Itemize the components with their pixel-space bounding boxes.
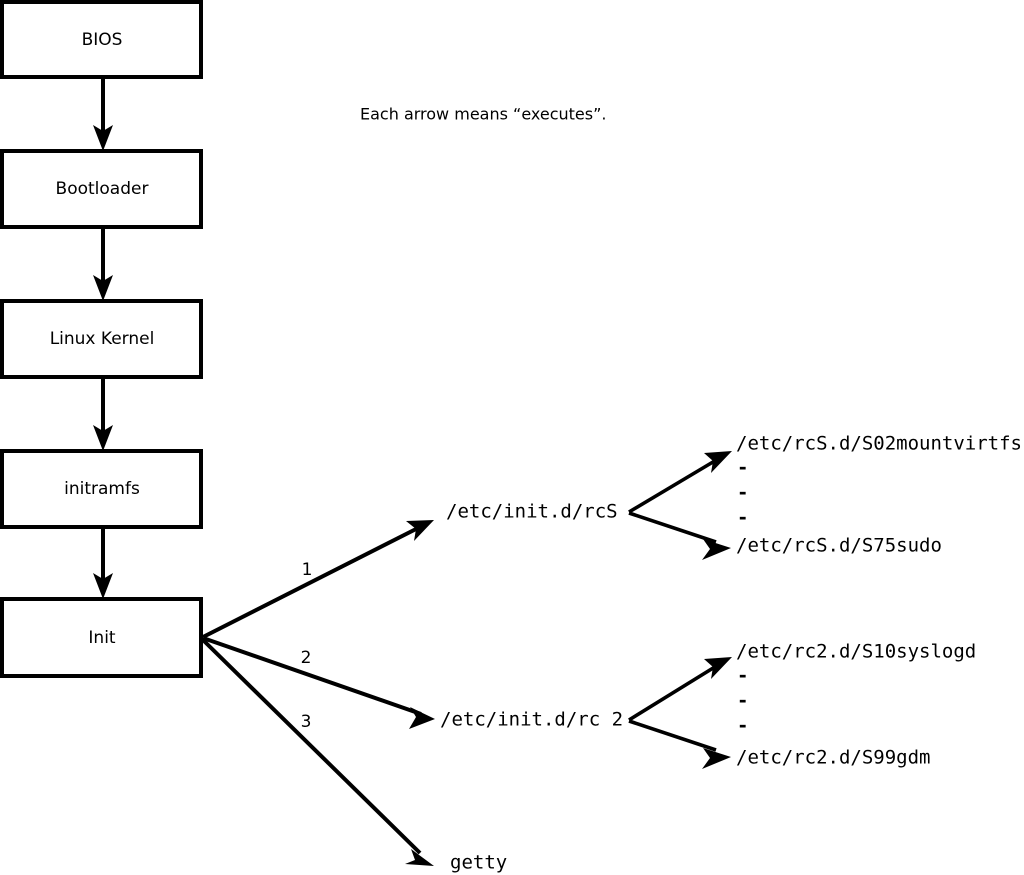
arrow-rcs-to-last-script: [628, 511, 731, 560]
node-bios-label: BIOS: [82, 30, 123, 50]
rcs-ellipsis-dash-1: -: [737, 457, 748, 479]
node-init[interactable]: Init: [0, 597, 203, 678]
node-bios[interactable]: BIOS: [0, 0, 203, 79]
rc2-ellipsis-dash-3: -: [737, 715, 748, 737]
rc2-ellipsis-dash-1: -: [737, 665, 748, 687]
arrow-initramfs-to-init: [93, 527, 113, 599]
arrow-bootloader-to-kernel: [93, 227, 113, 301]
arrow-init-branch-1: [202, 520, 434, 639]
arrow-rc2-to-last-script: [628, 719, 731, 769]
arrow-rcs-to-first-script: [628, 451, 732, 514]
rcs-script-last: /etc/rcS.d/S75sudo: [736, 535, 942, 557]
edge-number-2: 2: [301, 648, 312, 668]
edge-number-3: 3: [301, 712, 312, 732]
node-initramfs-box: [0, 449, 203, 529]
node-linux-kernel-label: Linux Kernel: [50, 329, 155, 349]
rc2-script-last: /etc/rc2.d/S99gdm: [736, 747, 930, 769]
branch-target-rc2: /etc/init.d/rc 2: [440, 709, 623, 731]
node-bootloader-label: Bootloader: [56, 179, 149, 199]
node-bootloader[interactable]: Bootloader: [0, 149, 203, 229]
arrow-init-branch-3: [201, 638, 434, 866]
rcs-script-first: /etc/rcS.d/S02mountvirtfs: [736, 433, 1022, 455]
rc2-ellipsis-dash-2: -: [737, 690, 748, 712]
rcs-ellipsis-dash-3: -: [737, 507, 748, 529]
arrow-bios-to-bootloader: [93, 77, 113, 151]
legend-note: Each arrow means “executes”.: [360, 105, 606, 124]
node-init-label: Init: [88, 628, 116, 648]
arrow-kernel-to-initramfs: [93, 377, 113, 451]
node-initramfs-label: initramfs: [64, 479, 140, 499]
node-linux-kernel[interactable]: Linux Kernel: [0, 299, 203, 379]
edge-number-1: 1: [302, 560, 313, 580]
node-initramfs[interactable]: initramfs: [0, 449, 203, 529]
rc2-script-first: /etc/rc2.d/S10syslogd: [736, 641, 976, 663]
node-bios-box: [0, 0, 203, 79]
branch-target-rcs: /etc/init.d/rcS: [446, 501, 618, 523]
rcs-ellipsis-dash-2: -: [737, 482, 748, 504]
node-init-box: [0, 597, 203, 678]
branch-target-getty: getty: [450, 852, 507, 874]
arrow-rc2-to-first-script: [628, 657, 732, 722]
arrow-init-branch-2: [202, 636, 435, 729]
